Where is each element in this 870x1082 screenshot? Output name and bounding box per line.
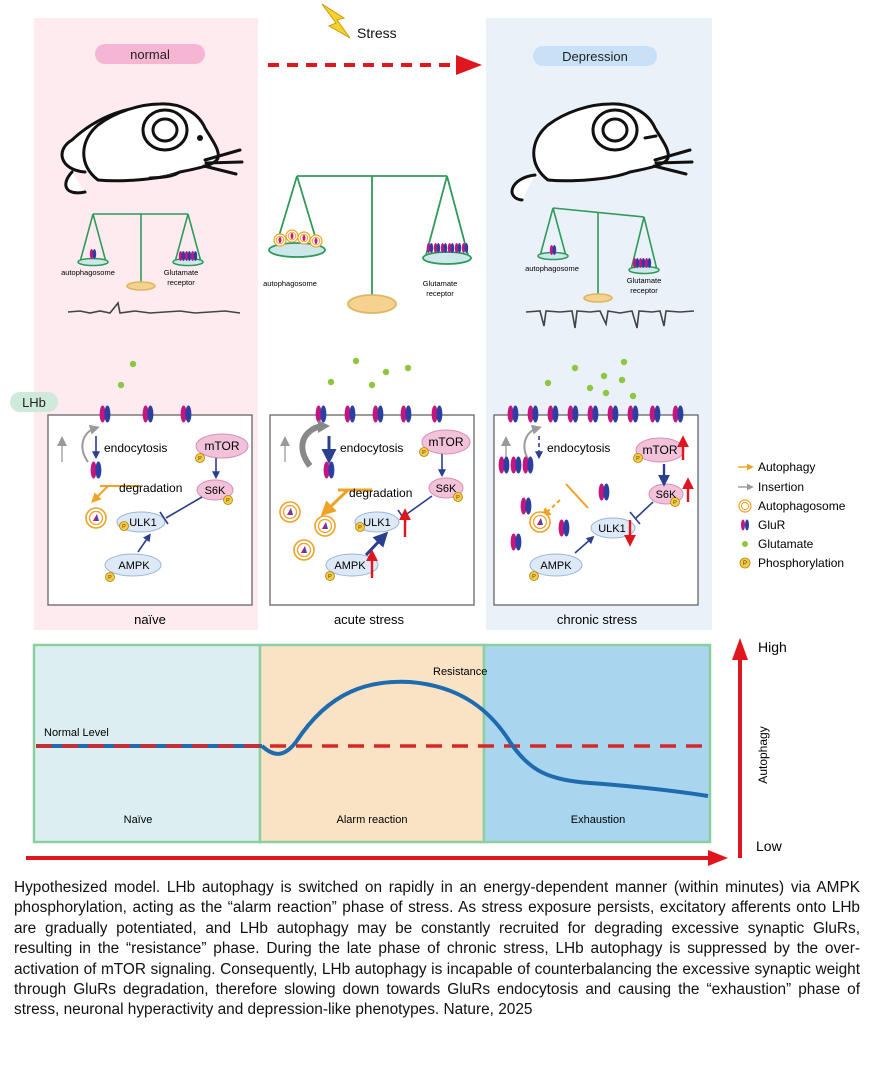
legend-glur: GluR xyxy=(758,518,786,532)
autophagy-curve xyxy=(260,679,709,798)
acute-pathway xyxy=(279,420,471,581)
naive-mtor: mTOR xyxy=(204,439,239,453)
naive-title: naïve xyxy=(134,612,166,627)
phase-exhaustion-label: Exhaustion xyxy=(571,814,625,826)
legend-autophagosome: Autophagosome xyxy=(758,499,846,513)
p-chronic-3: P xyxy=(532,574,536,580)
axis-label: Autophagy xyxy=(756,726,770,783)
mouse-normal-eye xyxy=(197,135,203,141)
legend xyxy=(738,463,754,569)
acute-endocytosis: endocytosis xyxy=(340,441,403,455)
legend-phosphorylation: Phosphorylation xyxy=(758,556,844,570)
resistance-label: Resistance xyxy=(433,666,487,678)
phase-naive-bg xyxy=(32,643,262,844)
scale-depression-glutamate-1: Glutamate xyxy=(627,276,662,285)
p-naive-1: P xyxy=(198,456,202,462)
phase-naive-label: Naïve xyxy=(124,814,153,826)
acute-ampk: AMPK xyxy=(334,560,366,572)
autophagy-axis-head xyxy=(732,638,748,660)
scale-acute-autophagosome: autophagosome xyxy=(263,279,317,288)
mouse-depression-icon xyxy=(510,102,694,202)
legend-autophagy: Autophagy xyxy=(758,460,815,474)
chronic-title: chronic stress xyxy=(557,612,638,627)
chronic-ulk1: ULK1 xyxy=(598,523,626,535)
p-acute-2: P xyxy=(456,495,460,501)
trace-normal xyxy=(67,301,241,314)
p-acute-3: P xyxy=(358,525,362,531)
stress-arrow-head xyxy=(456,55,482,75)
p-chronic-2: P xyxy=(673,500,677,506)
naive-ulk1: ULK1 xyxy=(129,517,157,529)
scale-acute xyxy=(268,175,472,314)
scale-normal-glutamate-1: Glutamate xyxy=(164,268,199,277)
chronic-pathway xyxy=(498,424,694,581)
chronic-s6k: S6K xyxy=(656,489,677,501)
axis-high: High xyxy=(758,639,787,655)
legend-insertion: Insertion xyxy=(758,480,804,494)
scale-depression xyxy=(537,207,660,303)
trace-depression xyxy=(525,310,695,329)
normal-badge-bg xyxy=(95,44,205,64)
p-acute-4: P xyxy=(328,574,332,580)
chronic-endocytosis: endocytosis xyxy=(547,441,610,455)
chronic-ampk: AMPK xyxy=(540,560,572,572)
phase-alarm-label: Alarm reaction xyxy=(337,814,408,826)
p-acute-1: P xyxy=(422,450,426,456)
mouse-normal-icon xyxy=(60,102,244,195)
p-naive-4: P xyxy=(108,575,112,581)
scale-normal-autophagosome: autophagosome xyxy=(61,268,115,277)
normal-badge: normal xyxy=(130,47,170,62)
naive-ampk: AMPK xyxy=(118,560,150,572)
depression-badge-bg xyxy=(533,46,657,66)
chronic-mtor: mTOR xyxy=(642,443,677,457)
scale-depression-autophagosome: autophagosome xyxy=(525,264,579,273)
naive-s6k: S6K xyxy=(205,485,226,497)
naive-degradation: degradation xyxy=(119,481,182,495)
time-axis-head xyxy=(708,850,728,866)
acute-s6k: S6K xyxy=(436,483,457,495)
naive-pathway xyxy=(57,424,249,582)
lhb-badge-bg xyxy=(10,392,58,412)
acute-ulk1: ULK1 xyxy=(363,517,391,529)
legend-p: P xyxy=(743,561,747,567)
naive-endocytosis: endocytosis xyxy=(104,441,167,455)
p-naive-3: P xyxy=(122,524,126,530)
legend-glutamate: Glutamate xyxy=(758,537,814,551)
lhb-label: LHb xyxy=(22,395,46,410)
acute-mtor: mTOR xyxy=(428,435,463,449)
lightning-icon xyxy=(321,3,351,39)
p-chronic-1: P xyxy=(636,456,640,462)
scale-normal-glutamate-2: receptor xyxy=(167,278,195,287)
scale-depression-glutamate-2: receptor xyxy=(630,286,658,295)
figure-caption: Hypothesized model. LHb autophagy is swi… xyxy=(14,879,860,1019)
phase-exhaustion-bg xyxy=(482,643,712,844)
stress-label: Stress xyxy=(357,25,397,41)
axis-low: Low xyxy=(756,838,783,854)
glutamate-dots xyxy=(117,357,637,400)
depression-badge: Depression xyxy=(562,49,628,64)
acute-title: acute stress xyxy=(334,612,405,627)
diagram: normal Depression Stress autophag xyxy=(10,3,846,866)
scale-acute-glutamate-1: Glutamate xyxy=(423,279,458,288)
p-naive-2: P xyxy=(226,498,230,504)
scale-acute-glutamate-2: receptor xyxy=(426,289,454,298)
normal-level-label: Normal Level xyxy=(44,727,109,739)
acute-degradation: degradation xyxy=(349,486,412,500)
